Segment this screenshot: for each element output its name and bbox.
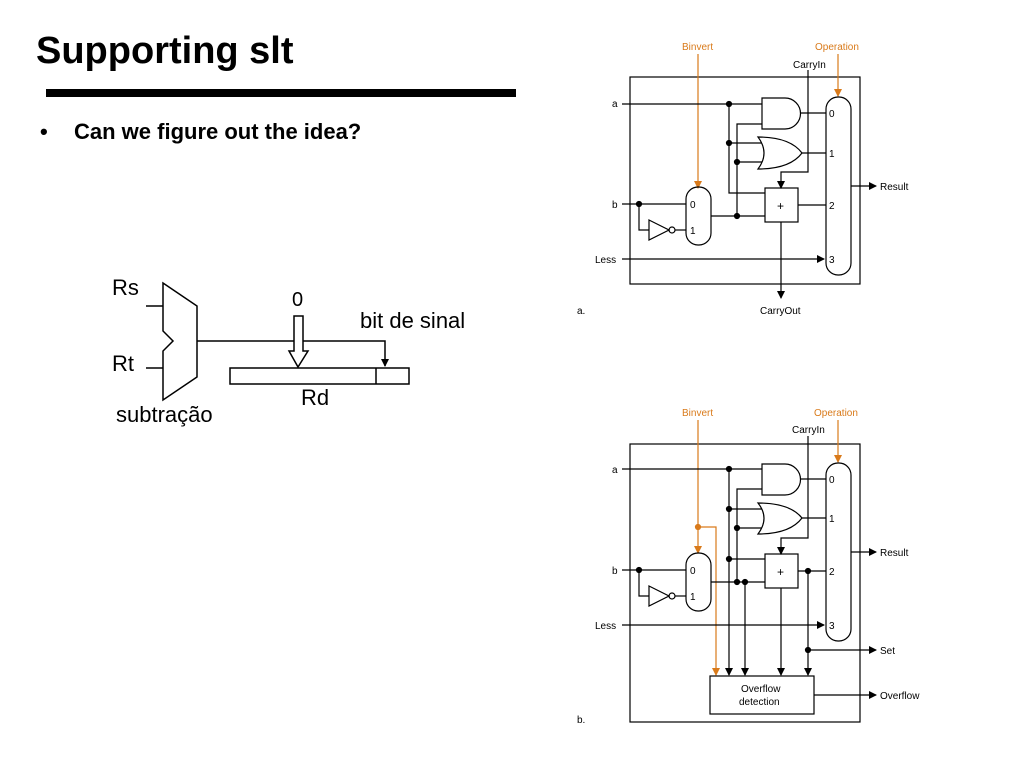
zero-arrow bbox=[287, 315, 310, 369]
alu-a-rmux-2: 2 bbox=[829, 201, 835, 212]
sign-bit-wire bbox=[197, 340, 389, 367]
alu-b-input-a-label: a bbox=[612, 465, 618, 476]
alu-b-rmux-1: 1 bbox=[829, 514, 835, 525]
alu-b-mux-in-1: 1 bbox=[690, 592, 696, 603]
alu-b-bm-to-and bbox=[736, 488, 762, 582]
alu-a-bm-to-and bbox=[736, 123, 762, 216]
rd-register bbox=[229, 367, 410, 385]
alu-a-result-mux bbox=[825, 96, 852, 276]
alu-a-binvert-label: Binvert bbox=[682, 42, 713, 53]
alu-a-less-label: Less bbox=[595, 255, 616, 266]
alu-b-result-label: Result bbox=[880, 548, 909, 559]
alu-b-ovf-line2: detection bbox=[739, 697, 780, 708]
alu-a-result-label: Result bbox=[880, 182, 909, 193]
alu-b-ovf-line1: Overflow bbox=[741, 684, 781, 695]
alu-b-less-label: Less bbox=[595, 621, 616, 632]
alu-a-and-gate bbox=[761, 97, 802, 130]
alu-b-panel-label: b. bbox=[577, 715, 585, 726]
alu-b-rmux-3: 3 bbox=[829, 621, 835, 632]
alu-a-rmux-1: 1 bbox=[829, 149, 835, 160]
alu-a-mux-in-1: 1 bbox=[690, 226, 696, 237]
alu-a-not-gate bbox=[648, 219, 671, 241]
rt-label: Rt bbox=[112, 351, 134, 376]
bullet-marker: • bbox=[40, 119, 48, 144]
alu-a-carryin-wire bbox=[777, 70, 809, 189]
alu-b-input-b-label: b bbox=[612, 566, 618, 577]
bullet-item: • Can we figure out the idea? bbox=[40, 119, 361, 145]
alu-b-carryin-label: CarryIn bbox=[792, 425, 825, 436]
alu-b-overflow-label: Overflow bbox=[880, 691, 920, 702]
rd-label: Rd bbox=[301, 385, 329, 410]
alu-a-frame bbox=[629, 76, 861, 285]
alu-a-a-to-adder bbox=[728, 104, 765, 194]
alu-a-input-b-label: b bbox=[612, 200, 618, 211]
alu-a-carryin-label: CarryIn bbox=[793, 60, 826, 71]
bullet-text: Can we figure out the idea? bbox=[74, 119, 362, 144]
alu-a-rmux-3: 3 bbox=[829, 255, 835, 266]
alu-b-rmux-2: 2 bbox=[829, 567, 835, 578]
alu-b-mux-in-0: 0 bbox=[690, 566, 696, 577]
alu-b-rmux-0: 0 bbox=[829, 475, 835, 486]
sign-bit-label: bit de sinal bbox=[360, 308, 465, 333]
alu-a-mux-in-0: 0 bbox=[690, 200, 696, 211]
alu-b-result-mux bbox=[825, 462, 852, 642]
title-underline bbox=[46, 89, 516, 97]
alu-diagram-a: Binvert Operation CarryIn a b Less a. 0 … bbox=[577, 42, 909, 317]
alu-a-b-to-not bbox=[638, 204, 649, 231]
alu-a-input-a-label: a bbox=[612, 99, 618, 110]
slide-title: Supporting slt bbox=[36, 30, 294, 72]
slt-sketch: Rs Rt 0 bit de sinal Rd subtração bbox=[112, 275, 465, 427]
rs-label: Rs bbox=[112, 275, 139, 300]
subtractor-alu bbox=[162, 281, 198, 402]
alu-b-b-to-not bbox=[638, 570, 649, 597]
alu-b-frame bbox=[629, 443, 861, 723]
alu-b-set-label: Set bbox=[880, 646, 895, 657]
alu-b-overflow-detection bbox=[709, 675, 815, 715]
alu-b-not-gate bbox=[648, 585, 671, 607]
subtraction-label: subtração bbox=[116, 402, 213, 427]
alu-a-carryout-label: CarryOut bbox=[760, 306, 801, 317]
alu-b-carryin-wire bbox=[777, 436, 809, 555]
alu-a-rmux-0: 0 bbox=[829, 109, 835, 120]
alu-b-adder-plus: + bbox=[777, 565, 784, 579]
alu-a-or-gate bbox=[756, 136, 803, 170]
alu-b-or-gate bbox=[756, 502, 803, 535]
alu-a-operation-label: Operation bbox=[815, 42, 859, 53]
alu-b-binvert-label: Binvert bbox=[682, 408, 713, 419]
alu-b-binvert-to-ovf bbox=[698, 526, 720, 676]
alu-b-operation-label: Operation bbox=[814, 408, 858, 419]
alu-a-adder-plus: + bbox=[777, 199, 784, 213]
zero-label: 0 bbox=[292, 289, 303, 311]
alu-a-panel-label: a. bbox=[577, 306, 585, 317]
alu-b-and-gate bbox=[761, 463, 802, 496]
alu-diagram-b: Binvert Operation CarryIn a b Less b. 0 … bbox=[577, 408, 920, 726]
